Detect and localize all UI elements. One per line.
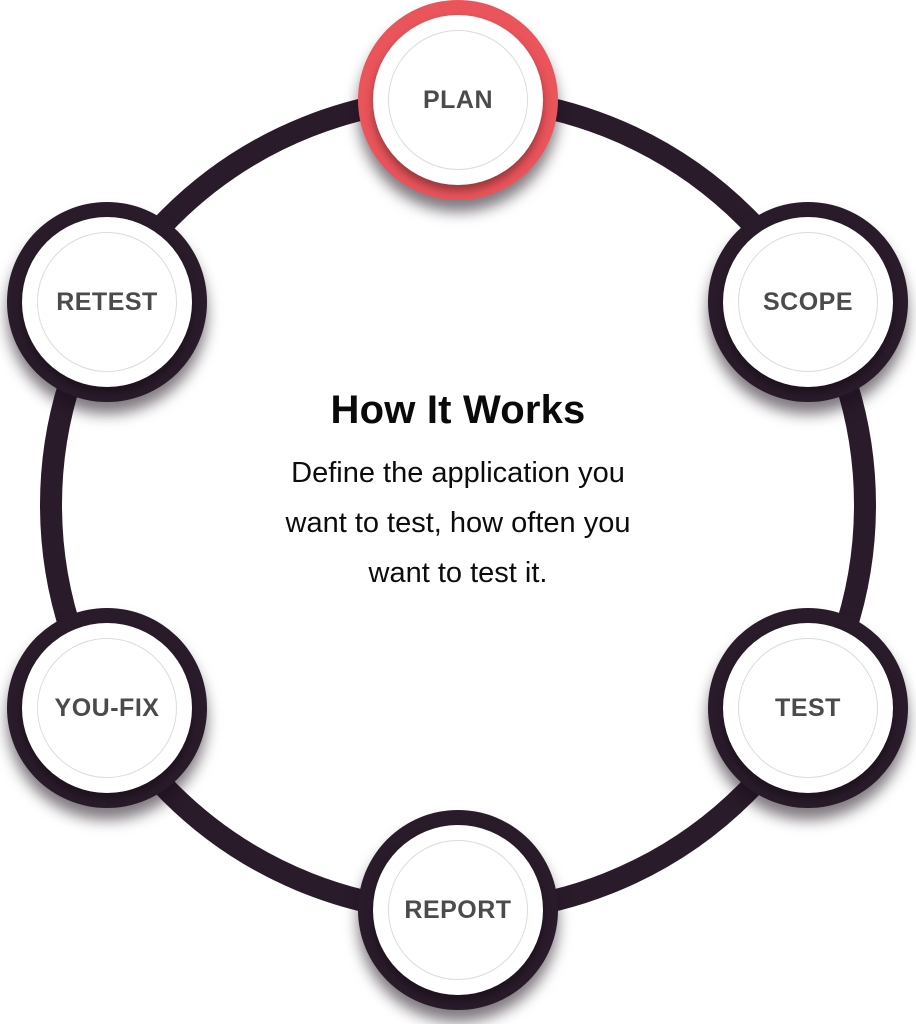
step-node-scope-inner: SCOPE: [723, 217, 893, 387]
step-node-test-inner-ring: TEST: [738, 638, 878, 778]
step-node-retest[interactable]: RETEST: [7, 202, 207, 402]
step-label-scope: SCOPE: [762, 287, 854, 316]
step-node-report-inner: REPORT: [373, 825, 543, 995]
diagram-title: How It Works: [330, 388, 586, 432]
step-node-you-fix[interactable]: YOU-FIX: [7, 608, 207, 808]
step-node-report[interactable]: REPORT: [358, 810, 558, 1010]
step-label-retest: RETEST: [56, 287, 158, 316]
step-node-plan[interactable]: PLAN: [358, 0, 558, 200]
step-label-plan: PLAN: [422, 85, 494, 114]
step-node-plan-inner-ring: PLAN: [388, 30, 528, 170]
step-node-you-fix-inner-ring: YOU-FIX: [37, 638, 177, 778]
step-node-scope-inner-ring: SCOPE: [738, 232, 878, 372]
step-node-you-fix-inner: YOU-FIX: [22, 623, 192, 793]
step-label-you-fix: YOU-FIX: [54, 693, 160, 722]
step-node-test-inner: TEST: [723, 623, 893, 793]
step-node-retest-inner-ring: RETEST: [37, 232, 177, 372]
step-node-scope[interactable]: SCOPE: [708, 202, 908, 402]
step-node-retest-inner: RETEST: [22, 217, 192, 387]
step-label-report: REPORT: [404, 895, 512, 924]
step-label-test: TEST: [775, 693, 841, 722]
step-node-plan-inner: PLAN: [373, 15, 543, 185]
step-node-report-inner-ring: REPORT: [388, 840, 528, 980]
step-description: Define the application you want to test,…: [285, 457, 631, 589]
center-copy: How It Works Define the application you …: [0, 388, 916, 599]
step-node-test[interactable]: TEST: [708, 608, 908, 808]
